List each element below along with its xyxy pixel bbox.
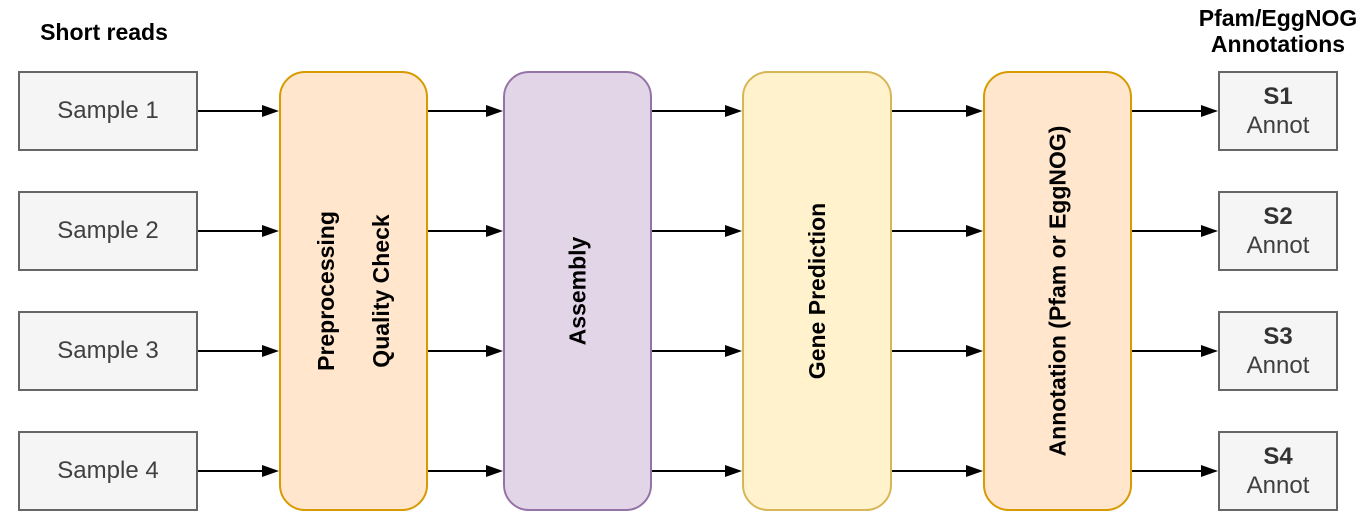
flow-arrow-row2-col2 (428, 229, 486, 233)
flow-arrow-row3-col4 (892, 349, 966, 353)
flow-arrow-row2-col3 (652, 229, 725, 233)
stage-annotation: Annotation (Pfam or EggNOG) (983, 71, 1132, 511)
flow-arrow-row1-col5 (1132, 109, 1201, 113)
stage-label-preprocessing: Preprocessing Quality Check (299, 211, 409, 371)
output-label-s4: Annot (1246, 472, 1310, 499)
sample-box-2: Sample 2 (18, 191, 198, 271)
output-id-s1: S1 (1263, 83, 1293, 110)
right-title-line-1: Pfam/EggNOG (1198, 5, 1358, 31)
flow-arrow-row2-col4 (892, 229, 966, 233)
output-box-s2: S2 Annot (1218, 191, 1338, 271)
flow-arrow-row4-col4 (892, 469, 966, 473)
stage-label-line: Assembly (564, 236, 591, 346)
stage-preprocessing-quality-check: Preprocessing Quality Check (279, 71, 428, 511)
flow-arrow-row3-col2 (428, 349, 486, 353)
flow-arrow-row4-col1 (198, 469, 262, 473)
sample-box-4: Sample 4 (18, 431, 198, 511)
output-box-s1: S1 Annot (1218, 71, 1338, 151)
flow-arrow-row3-col1 (198, 349, 262, 353)
output-label-s1: Annot (1246, 112, 1310, 139)
flow-arrow-row4-col3 (652, 469, 725, 473)
sample-box-3: Sample 3 (18, 311, 198, 391)
sample-label-4: Sample 4 (57, 457, 159, 484)
flow-arrow-row1-col3 (652, 109, 725, 113)
stage-label-line: Gene Prediction (804, 202, 830, 380)
flow-arrow-row2-col5 (1132, 229, 1201, 233)
stage-gene-prediction: Gene Prediction (742, 71, 892, 511)
output-id-s3: S3 (1263, 323, 1293, 350)
flow-arrow-row4-col2 (428, 469, 486, 473)
sample-label-3: Sample 3 (57, 337, 159, 364)
flow-arrow-row1-col4 (892, 109, 966, 113)
flow-arrow-row4-col5 (1132, 469, 1201, 473)
right-column-title: Pfam/EggNOG Annotations (1188, 5, 1367, 57)
flow-arrow-row2-col1 (198, 229, 262, 233)
stage-label-gene-prediction: Gene Prediction (803, 203, 831, 379)
output-id-s2: S2 (1263, 203, 1293, 230)
sample-label-1: Sample 1 (57, 97, 159, 124)
sample-label-2: Sample 2 (57, 217, 159, 244)
stage-label-line: Preprocessing (312, 211, 339, 371)
left-column-title: Short reads (40, 19, 168, 45)
output-box-s4: S4 Annot (1218, 431, 1338, 511)
flow-arrow-row1-col2 (428, 109, 486, 113)
output-id-s4: S4 (1263, 443, 1293, 470)
flow-arrow-row3-col3 (652, 349, 725, 353)
stage-label-line: Quality Check (367, 214, 394, 368)
stage-label-assembly: Assembly (563, 237, 591, 346)
stage-assembly: Assembly (503, 71, 652, 511)
output-label-s3: Annot (1246, 352, 1310, 379)
sample-box-1: Sample 1 (18, 71, 198, 151)
right-title-line-2: Annotations (1210, 31, 1346, 57)
flow-arrow-row1-col1 (198, 109, 262, 113)
stage-label-line: Annotation (Pfam or EggNOG) (1044, 125, 1071, 457)
output-label-s2: Annot (1246, 232, 1310, 259)
stage-label-annotation: Annotation (Pfam or EggNOG) (1044, 126, 1072, 457)
flow-arrow-row3-col5 (1132, 349, 1201, 353)
output-box-s3: S3 Annot (1218, 311, 1338, 391)
